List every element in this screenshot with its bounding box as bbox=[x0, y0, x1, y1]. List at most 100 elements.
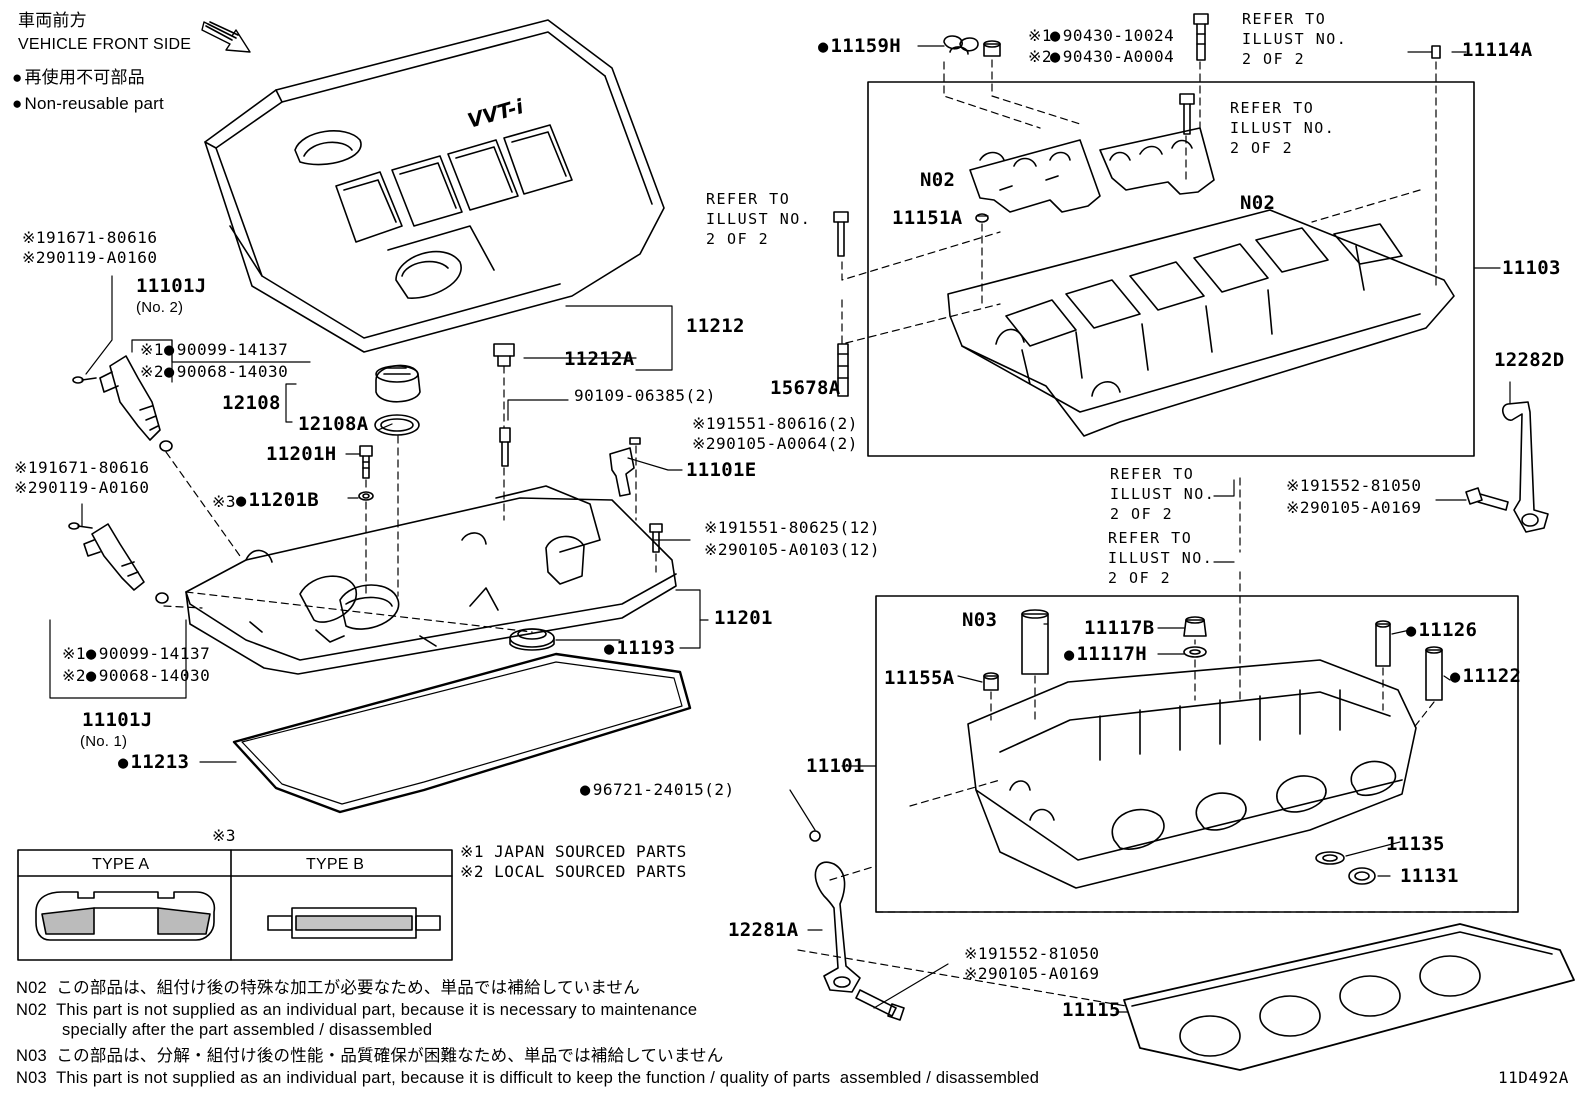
camshaft-housing bbox=[947, 209, 1455, 437]
part-label-91552-81050-b: 91552-81050 bbox=[988, 944, 1100, 963]
mark-2-a: ※2 bbox=[1028, 47, 1053, 66]
part-label-90119-A0160-a: 90119-A0160 bbox=[46, 248, 158, 267]
pin-11151A bbox=[975, 213, 989, 223]
part-label-96721-24015: 96721-24015(2) bbox=[580, 780, 735, 800]
part-label-11117H: 11117H bbox=[1064, 644, 1147, 665]
mark-1-f: ※1 bbox=[14, 458, 39, 477]
nonreusable-label-jp: 再使用不可部品 bbox=[12, 68, 145, 88]
part-label-90099-14137-b: 90099-14137 bbox=[86, 644, 210, 664]
mark-1-c: ※1 bbox=[22, 228, 47, 247]
plug-11212A bbox=[493, 343, 515, 367]
bolt-refer-3 bbox=[833, 211, 849, 257]
oil-control-valve-no1 bbox=[68, 522, 169, 604]
part-label-91552-81050-a: 91552-81050 bbox=[1310, 476, 1422, 495]
part-label-11212: 11212 bbox=[686, 315, 745, 337]
mark-2-h: ※2 bbox=[62, 666, 87, 685]
part-label-90099-14137-a: 90099-14137 bbox=[164, 340, 288, 360]
note-n03-en: N03 This part is not supplied as an indi… bbox=[16, 1069, 1040, 1087]
part-label-11126: 11126 bbox=[1406, 620, 1477, 641]
part-label-11155A: 11155A bbox=[884, 667, 955, 689]
part-label-12108A: 12108A bbox=[298, 413, 369, 435]
mark-3-a: ※3 bbox=[212, 492, 237, 511]
mark-1-d: ※1 bbox=[140, 340, 165, 359]
refer-note-3: REFER TO ILLUST NO. 2 OF 2 bbox=[706, 190, 812, 248]
oil-control-valve-no2 bbox=[72, 355, 173, 452]
part-label-11101J-no1: 11101J bbox=[82, 709, 153, 731]
part-label-15678A: 15678A bbox=[770, 377, 841, 399]
bolt-11201H bbox=[359, 445, 373, 479]
part-label-90068-14030-b: 90068-14030 bbox=[86, 666, 210, 686]
seal-11131 bbox=[1348, 867, 1376, 885]
part-label-90105-A0169-a: 90105-A0169 bbox=[1310, 498, 1422, 517]
figure-id: 11D492A bbox=[1498, 1068, 1569, 1087]
grommet bbox=[509, 628, 555, 651]
gasket-11135 bbox=[1315, 851, 1345, 865]
ring-96721 bbox=[809, 830, 821, 842]
part-label-11122: 11122 bbox=[1450, 666, 1521, 687]
part-label-11131: 11131 bbox=[1400, 865, 1459, 887]
part-label-90430-10024: 90430-10024 bbox=[1050, 26, 1174, 46]
part-label-11193: 11193 bbox=[604, 638, 675, 659]
part-label-11201B: 11201B bbox=[236, 490, 319, 511]
part-label-90105-A0169-b: 90105-A0169 bbox=[988, 964, 1100, 983]
seal-washer-11201B bbox=[358, 491, 374, 501]
sensor-11101E bbox=[609, 437, 641, 497]
frame-11101 bbox=[875, 595, 1519, 913]
part-label-11201: 11201 bbox=[714, 607, 773, 629]
type-b-drawing bbox=[267, 907, 441, 939]
part-label-11212A: 11212A bbox=[564, 348, 635, 370]
stud-90109 bbox=[499, 427, 511, 467]
part-label-11201H: 11201H bbox=[266, 443, 337, 465]
ring-90430 bbox=[983, 40, 1001, 57]
part-label-91551-80616: 91551-80616(2) bbox=[716, 414, 858, 433]
part-label-90109-06385: 90109-06385(2) bbox=[574, 386, 716, 405]
part-label-11101E: 11101E bbox=[686, 459, 757, 481]
engine-cover bbox=[204, 19, 665, 353]
part-label-11114A: 11114A bbox=[1462, 39, 1533, 61]
bearing-cap-n02-right bbox=[1099, 127, 1215, 195]
part-label-91671-80616-a: 91671-80616 bbox=[46, 228, 158, 247]
note-n02-jp: N02 この部品は、組付け後の特殊な加工が必要なため、単品では補給していません bbox=[16, 979, 640, 997]
part-label-11135: 11135 bbox=[1386, 833, 1445, 855]
refer-note-5: REFER TO ILLUST NO. 2 OF 2 bbox=[1108, 529, 1214, 587]
refer-note-2: REFER TO ILLUST NO. 2 OF 2 bbox=[1230, 99, 1336, 157]
guide-n03 bbox=[1021, 609, 1049, 675]
refer-note-4: REFER TO ILLUST NO. 2 OF 2 bbox=[1110, 465, 1216, 523]
note-n02-en-2: specially after the part assembled / dis… bbox=[62, 1021, 433, 1039]
mark-2-e: ※2 bbox=[692, 434, 717, 453]
part-label-n03: N03 bbox=[962, 609, 998, 631]
cylinder-head-cover bbox=[185, 485, 677, 675]
part-label-90119-A0160-b: 90119-A0160 bbox=[38, 478, 150, 497]
cover-gasket bbox=[232, 652, 692, 814]
mark-1-h: ※1 bbox=[62, 644, 87, 663]
no1-label: (No. 1) bbox=[80, 733, 128, 750]
stem-seal-11117B bbox=[1183, 616, 1207, 637]
mark-3-legend: ※3 bbox=[212, 826, 237, 845]
bearing-cap-n02-left bbox=[969, 139, 1101, 213]
hook-12281A bbox=[814, 861, 861, 993]
nonreusable-label-en: Non-reusable part bbox=[12, 94, 164, 114]
type-a-drawing bbox=[35, 891, 216, 941]
part-label-12282D: 12282D bbox=[1494, 349, 1565, 371]
part-label-n02-right: N02 bbox=[1240, 192, 1276, 214]
japan-sourced-legend: ※1 JAPAN SOURCED PARTS bbox=[460, 842, 687, 861]
seal-11159H bbox=[943, 35, 979, 55]
part-label-11101J-no2: 11101J bbox=[136, 275, 207, 297]
mark-1-i: ※1 bbox=[964, 944, 989, 963]
plug-11126 bbox=[1375, 620, 1391, 667]
head-gasket bbox=[1123, 923, 1575, 1071]
mark-1-a: ※1 bbox=[1028, 26, 1053, 45]
bolt-refer-1 bbox=[1193, 13, 1209, 61]
vehicle-front-label-jp: 車両前方 bbox=[18, 11, 87, 30]
part-label-11213: 11213 bbox=[118, 752, 189, 773]
washer-11117H bbox=[1183, 646, 1207, 658]
vehicle-front-label-en: VEHICLE FRONT SIDE bbox=[18, 36, 192, 53]
note-n02-en-1: N02 This part is not supplied as an indi… bbox=[16, 1001, 698, 1019]
part-label-11117B: 11117B bbox=[1084, 617, 1155, 639]
bolt-91552-a bbox=[1465, 487, 1509, 511]
part-label-11159H: 11159H bbox=[818, 36, 901, 57]
local-sourced-legend: ※2 LOCAL SOURCED PARTS bbox=[460, 862, 687, 881]
stud-15678A bbox=[837, 343, 849, 397]
